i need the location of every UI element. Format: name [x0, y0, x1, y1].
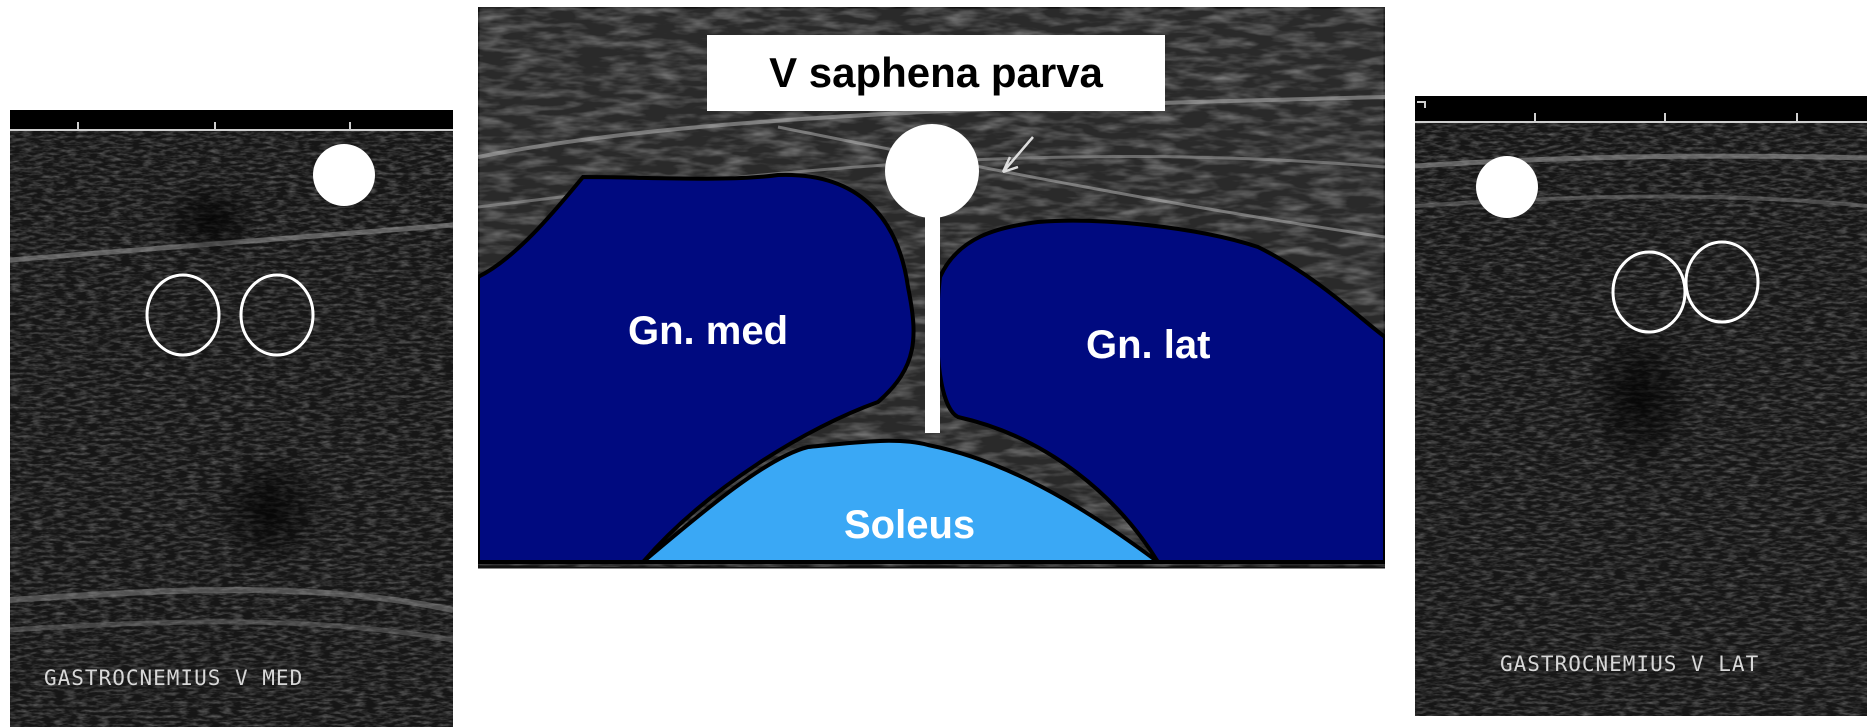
probe-orientation-marker	[313, 144, 375, 206]
label-soleus: Soleus	[844, 503, 975, 548]
vein-pointer-stem	[925, 215, 940, 433]
label-gn-med: Gn. med	[628, 309, 788, 354]
diagram-title: V saphena parva	[769, 49, 1103, 97]
image-caption-medial: GASTROCNEMIUS V MED	[44, 666, 303, 690]
image-caption-lateral: GASTROCNEMIUS V LAT	[1500, 652, 1759, 676]
ultrasound-image-lateral: GASTROCNEMIUS V LAT	[1415, 96, 1867, 716]
anatomy-diagram: V saphena parva Gn. med Gn. lat Soleus	[478, 7, 1385, 573]
probe-orientation-marker	[1476, 156, 1538, 218]
title-box: V saphena parva	[707, 35, 1165, 111]
label-gn-lat: Gn. lat	[1086, 323, 1210, 368]
ultrasound-medial-svg	[10, 110, 453, 727]
ultrasound-lateral-svg	[1415, 96, 1867, 716]
ultrasound-image-medial: GASTROCNEMIUS V MED	[10, 110, 453, 727]
vein-marker	[885, 124, 979, 218]
